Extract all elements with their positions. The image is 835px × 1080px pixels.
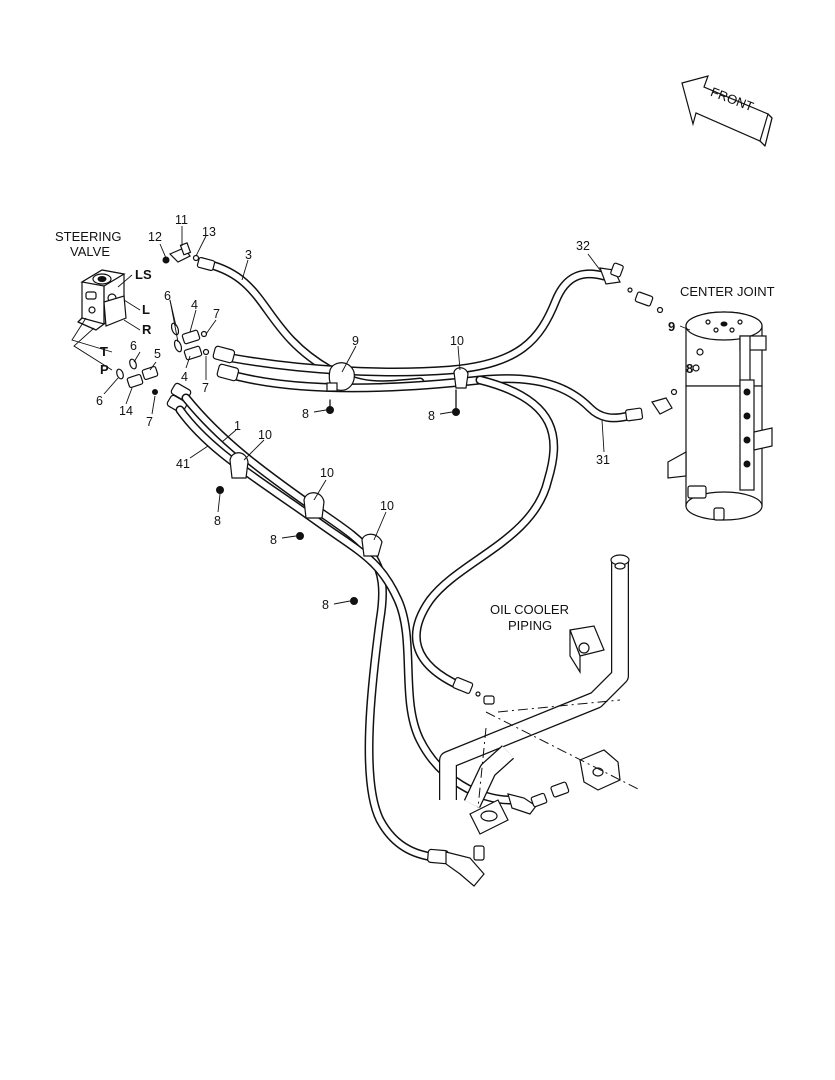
- callout-8d: 8: [270, 533, 277, 547]
- callout-7b: 7: [202, 381, 209, 395]
- callout-numbers: 11 13 12 3 6 4 7 6 5 4 7 6 14 7 9 10 8 8…: [96, 213, 610, 612]
- port-t-label: T: [100, 344, 108, 359]
- callout-10c: 10: [320, 466, 334, 480]
- upper-hose-ends: [166, 345, 240, 414]
- callout-14: 14: [119, 404, 133, 418]
- callout-41: 41: [176, 457, 190, 471]
- port-l-label: L: [142, 302, 150, 317]
- port-p-label: P: [100, 362, 109, 377]
- callout-4b: 4: [181, 370, 188, 384]
- steering-valve-fittings: [116, 242, 210, 395]
- callout-3: 3: [245, 248, 252, 262]
- callout-10a: 10: [450, 334, 464, 348]
- center-joint-label: CENTER JOINT: [680, 284, 775, 299]
- callout-8b: 8: [428, 409, 435, 423]
- bolts: [216, 389, 460, 605]
- callout-32: 32: [576, 239, 590, 253]
- callout-6b: 6: [130, 339, 137, 353]
- clamps: [229, 362, 469, 557]
- leaders: [103, 226, 605, 605]
- callout-8a: 8: [302, 407, 309, 421]
- callout-1: 1: [234, 419, 241, 433]
- callout-7a: 7: [213, 307, 220, 321]
- callout-4a: 4: [191, 298, 198, 312]
- steering-valve-label-2: VALVE: [70, 244, 110, 259]
- steering-valve: STEERING VALVE: [55, 229, 127, 331]
- callout-13: 13: [202, 225, 216, 239]
- port-ls-label: LS: [135, 267, 152, 282]
- oil-cooler-label-1: OIL COOLER: [490, 602, 569, 617]
- steering-valve-label-1: STEERING: [55, 229, 121, 244]
- hose-32: [227, 262, 624, 377]
- cj-port-8-label: 8: [686, 361, 693, 376]
- cj-port-9-label: 9: [668, 319, 675, 334]
- callout-12: 12: [148, 230, 162, 244]
- callout-10d: 10: [380, 499, 394, 513]
- front-arrow: FRONT: [681, 75, 773, 147]
- hoses-1-41: [175, 393, 570, 887]
- callout-31: 31: [596, 453, 610, 467]
- return-hose: [411, 375, 559, 705]
- oil-cooler-piping: OIL COOLER PIPING: [439, 554, 641, 835]
- callout-11: 11: [175, 213, 188, 227]
- callout-6c: 6: [96, 394, 103, 408]
- port-labels: LS L R T P: [71, 267, 152, 377]
- oil-cooler-label-2: PIPING: [508, 618, 552, 633]
- hose-31: [231, 371, 644, 423]
- callout-8c: 8: [214, 514, 221, 528]
- center-joint: CENTER JOINT 9 8: [627, 284, 775, 521]
- port-r-label: R: [142, 322, 152, 337]
- callout-10b: 10: [258, 428, 272, 442]
- callout-5: 5: [154, 347, 161, 361]
- callout-9: 9: [352, 334, 359, 348]
- callout-8e: 8: [322, 598, 329, 612]
- callout-7c: 7: [146, 415, 153, 429]
- callout-6a: 6: [164, 289, 171, 303]
